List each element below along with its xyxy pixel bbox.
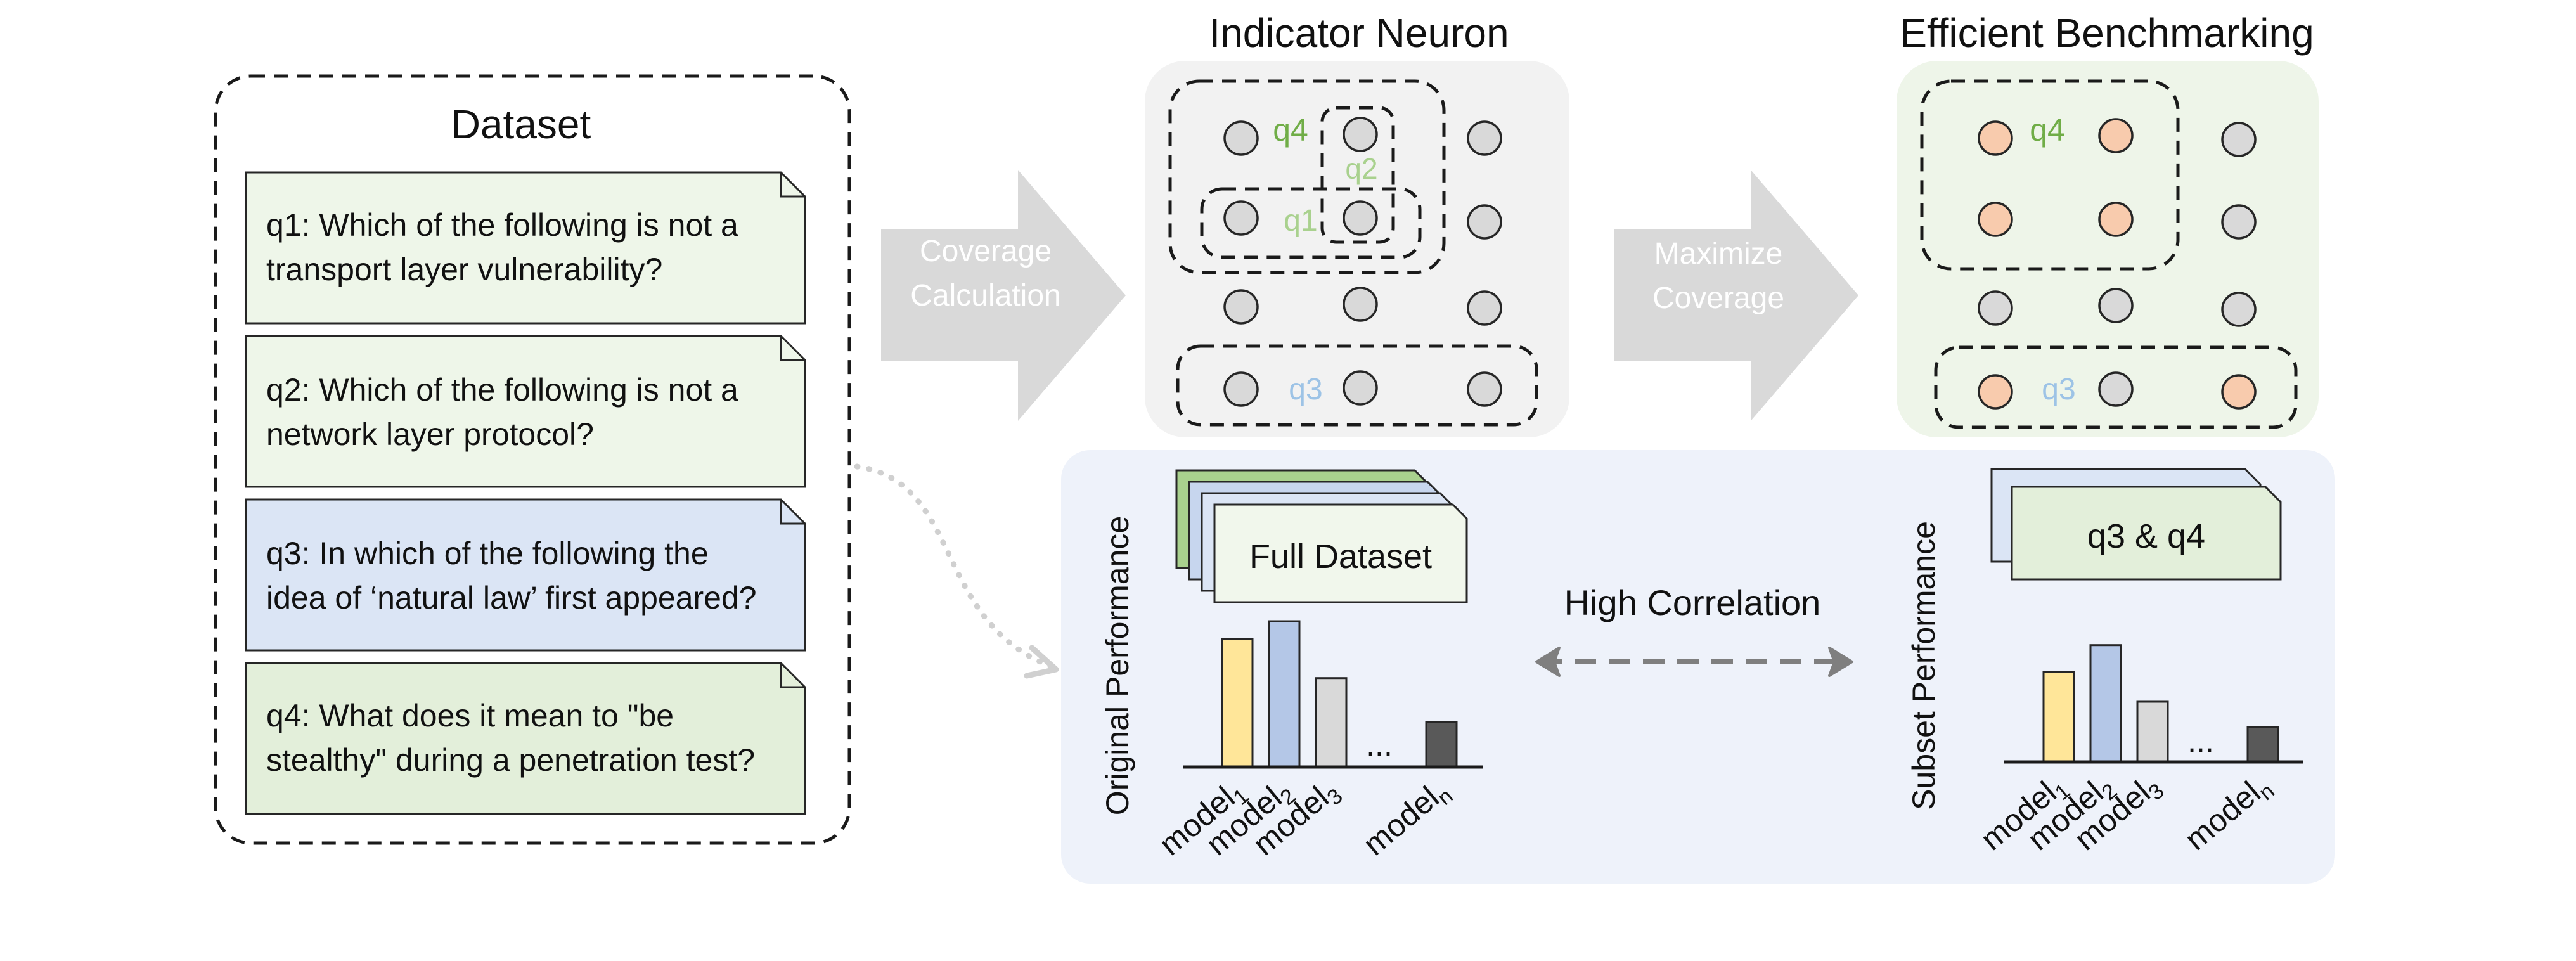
full-dataset-stack: Full Dataset <box>1175 469 1468 603</box>
question-card-q2-bg <box>245 335 806 488</box>
efficient-benchmarking-title: Efficient Benchmarking <box>1900 10 2314 56</box>
indicator-label-q1: q1 <box>1284 204 1317 238</box>
neuron-r4-c2 <box>1343 370 1378 406</box>
correlation-arrowhead-left <box>1535 647 1561 677</box>
indicator-neuron-bg <box>1145 61 1569 437</box>
neuron-r1-c1 <box>1223 120 1259 156</box>
coverage-calculation-arrow: Coverage Calculation <box>881 170 1126 421</box>
neuron-r4-c1 <box>1223 371 1259 407</box>
original-bar-1 <box>1221 638 1254 768</box>
question-q1-line2: transport layer vulnerability? <box>266 252 662 287</box>
efficient-benchmarking-bg <box>1897 61 2319 437</box>
dataset-border <box>214 74 851 845</box>
question-card-q1: q1: Which of the following is not a tran… <box>245 171 806 325</box>
subset-performance-label: Subset Performance <box>1906 521 1942 810</box>
selected-group-q3 <box>1934 345 2298 429</box>
covered-neuron-r2-c1 <box>1978 202 2013 237</box>
subset-chart-ellipsis: ... <box>2187 723 2214 759</box>
neuron-r1-c2 <box>1343 117 1378 152</box>
selected-group-q4 <box>1920 79 2180 271</box>
efficient-label-q4: q4 <box>2030 112 2065 148</box>
neuron-r3-c2 <box>1343 287 1378 322</box>
subset-stack: q3 & q4 <box>1990 468 2282 581</box>
card-fold-q2 <box>780 336 805 361</box>
performance-panel: Original Performance Full Dataset ... mo… <box>1061 450 2335 884</box>
question-card-q4: q4: What does it mean to "be stealthy" d… <box>245 662 806 815</box>
full-dataset-card <box>1213 503 1468 603</box>
correlation-double-arrow <box>1535 647 1853 677</box>
question-q4-line1: q4: What does it mean to "be <box>266 698 674 733</box>
coverage-calculation-arrow-shape <box>881 170 1126 421</box>
original-performance-label: Original Performance <box>1100 516 1135 815</box>
group-q2 <box>1320 106 1395 244</box>
question-q3-line2: idea of ‘natural law’ first appeared? <box>266 580 757 616</box>
covered-neuron-r4-c3 <box>2221 374 2257 410</box>
covered-neuron-r2-c2 <box>2098 202 2134 237</box>
question-card-q3-bg <box>245 498 806 652</box>
subset-card-label: q3 & q4 <box>2087 517 2205 555</box>
neuron-e-r3-c2 <box>2098 288 2134 323</box>
maximize-coverage-label-1: Maximize <box>1654 237 1783 271</box>
neuron-r3-c1 <box>1223 289 1259 325</box>
original-chart-ellipsis: ... <box>1366 727 1393 763</box>
original-bar-3 <box>1315 677 1348 768</box>
dataset-panel: Dataset q1: Which of the following is no… <box>214 74 851 845</box>
neuron-r2-c3 <box>1467 204 1502 240</box>
group-q4 <box>1168 79 1446 274</box>
neuron-e-r3-c3 <box>2221 292 2257 327</box>
dotted-connector-head <box>1024 645 1059 679</box>
indicator-label-q3: q3 <box>1289 373 1322 406</box>
question-card-q2: q2: Which of the following is not a netw… <box>245 335 806 488</box>
question-q3-line1: q3: In which of the following the <box>266 536 709 571</box>
high-correlation-label: High Correlation <box>1564 583 1821 622</box>
card-fold-q1 <box>780 172 805 198</box>
group-q3 <box>1176 344 1538 427</box>
group-q1 <box>1200 187 1422 259</box>
subset-bar-3 <box>2136 700 2169 763</box>
question-card-q4-bg <box>245 662 806 815</box>
neuron-e-r4-c2 <box>2098 371 2134 407</box>
neuron-e-r2-c3 <box>2221 204 2257 240</box>
coverage-calculation-label-1: Coverage <box>920 235 1052 268</box>
subset-bar-1 <box>2042 671 2075 763</box>
question-q4-line2: stealthy" during a penetration test? <box>266 742 755 778</box>
neuron-e-r1-c3 <box>2221 122 2257 157</box>
efficient-benchmarking-panel: Efficient Benchmarking q4 q3 <box>1897 10 2319 437</box>
maximize-coverage-arrow: Maximize Coverage <box>1614 170 1858 421</box>
dataset-title: Dataset <box>451 101 591 147</box>
neuron-r2-c1 <box>1223 200 1259 236</box>
indicator-neuron-title: Indicator Neuron <box>1209 10 1509 56</box>
coverage-calculation-label-2: Calculation <box>910 279 1060 313</box>
efficient-label-q3: q3 <box>2042 373 2075 406</box>
neuron-r1-c3 <box>1467 120 1502 156</box>
subset-bar-4 <box>2246 726 2279 763</box>
card-fold-q3 <box>780 500 805 525</box>
question-card-q3: q3: In which of the following the idea o… <box>245 498 806 652</box>
subset-bar-2 <box>2089 644 2122 763</box>
indicator-label-q2: q2 <box>1345 152 1377 185</box>
neuron-e-r3-c1 <box>1978 290 2013 326</box>
covered-neuron-r4-c1 <box>1978 374 2013 410</box>
original-bar-4 <box>1425 721 1458 768</box>
original-bar-2 <box>1268 620 1301 768</box>
indicator-neuron-panel: Indicator Neuron q4 q2 q1 q3 <box>1145 10 1569 437</box>
maximize-coverage-arrow-shape <box>1614 170 1858 421</box>
covered-neuron-r1-c2 <box>2098 118 2134 153</box>
question-card-q1-bg <box>245 171 806 325</box>
maximize-coverage-label-2: Coverage <box>1652 281 1784 315</box>
question-q1-line1: q1: Which of the following is not a <box>266 207 738 243</box>
card-fold-q4 <box>780 663 805 688</box>
indicator-label-q4: q4 <box>1273 112 1308 148</box>
neuron-r4-c3 <box>1467 371 1502 407</box>
full-dataset-label: Full Dataset <box>1249 538 1432 576</box>
covered-neuron-r1-c1 <box>1978 120 2013 156</box>
dotted-connector <box>854 463 1055 670</box>
neuron-r2-c2 <box>1343 200 1378 236</box>
question-q2-line1: q2: Which of the following is not a <box>266 372 738 408</box>
correlation-arrowhead-right <box>1828 647 1853 677</box>
neuron-r3-c3 <box>1467 290 1502 326</box>
subset-card <box>2011 486 2282 581</box>
question-q2-line2: network layer protocol? <box>266 416 594 452</box>
